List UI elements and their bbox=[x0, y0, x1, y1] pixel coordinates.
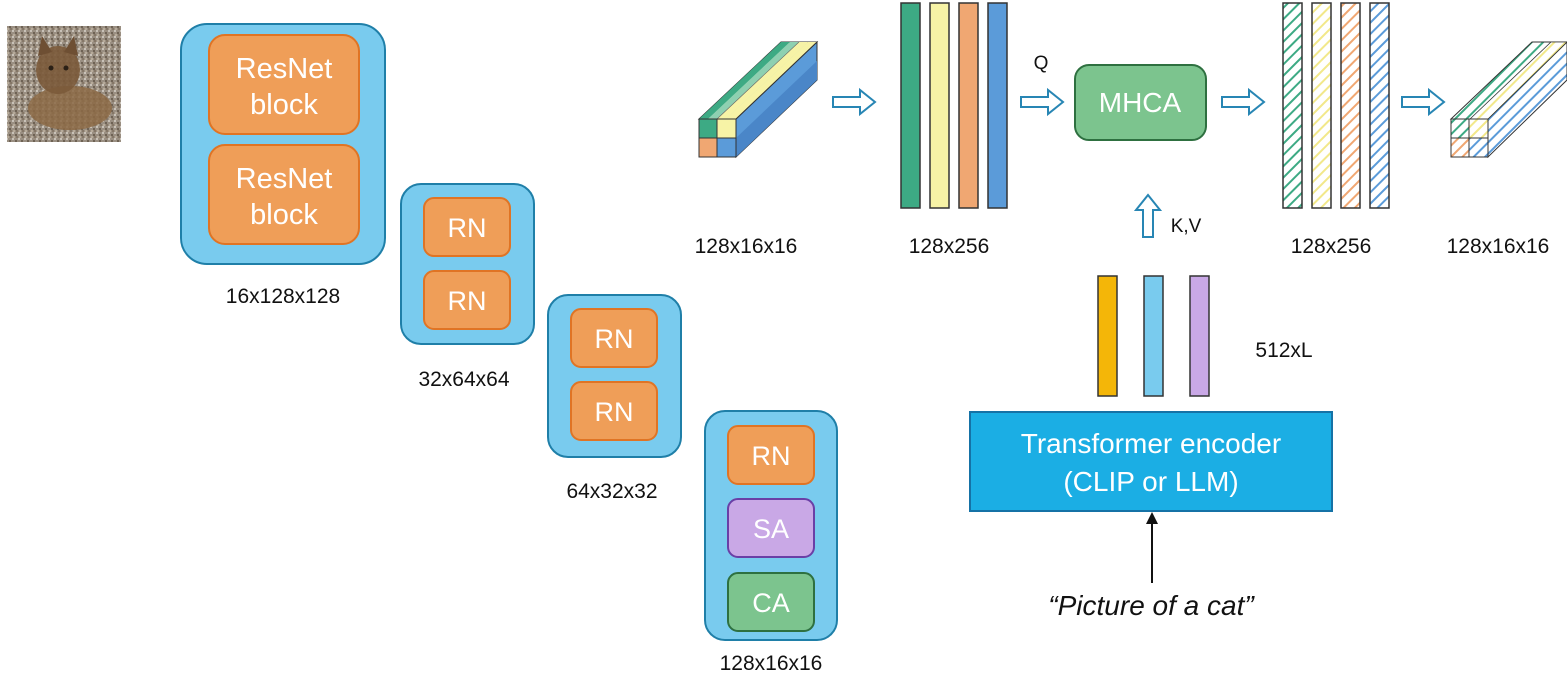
stage-2-shape: 32x64x64 bbox=[418, 368, 509, 391]
text-token-bar bbox=[1189, 275, 1210, 397]
mhca-label: MHCA bbox=[1099, 87, 1182, 118]
resnet-block bbox=[208, 34, 360, 135]
hollow-arrow-icon bbox=[1221, 87, 1266, 117]
hatched-token-bar bbox=[1282, 2, 1303, 209]
stage-1-shape: 16x128x128 bbox=[226, 285, 340, 308]
hollow-arrow-icon bbox=[1401, 87, 1446, 117]
rn-block bbox=[570, 308, 658, 368]
resnet-block bbox=[208, 144, 360, 245]
rn-block bbox=[423, 270, 511, 330]
rn-block-label: RN bbox=[595, 324, 634, 354]
encoder-label-line1: Transformer encoder bbox=[1021, 428, 1281, 459]
kv-label: K,V bbox=[1171, 216, 1202, 237]
output-token-sequence bbox=[1282, 2, 1390, 209]
encoder-stage-2: RN RN 32x64x64 bbox=[400, 183, 535, 391]
stage-4-shape: 128x16x16 bbox=[720, 652, 823, 674]
cat-photo-icon bbox=[7, 26, 121, 142]
rn-block bbox=[570, 381, 658, 441]
token-bar bbox=[900, 2, 921, 209]
sa-block bbox=[727, 498, 815, 558]
output-feature-map-shape: 128x16x16 bbox=[1447, 235, 1550, 258]
feature-map-shape: 128x16x16 bbox=[695, 235, 798, 258]
hatched-token-bar bbox=[1311, 2, 1332, 209]
encoder-stage-4: RN SA CA 128x16x16 bbox=[704, 410, 838, 674]
rn-block-label: RN bbox=[448, 213, 487, 243]
text-embedding-shape: 512xL bbox=[1255, 339, 1312, 362]
token-bar bbox=[929, 2, 950, 209]
token-sequence-shape: 128x256 bbox=[909, 235, 990, 258]
text-prompt: “Picture of a cat” bbox=[1048, 590, 1255, 621]
text-token-bar bbox=[1143, 275, 1164, 397]
rn-block-label: RN bbox=[595, 397, 634, 427]
text-embedding-tokens bbox=[1097, 275, 1210, 397]
hollow-arrow-icon bbox=[1020, 87, 1065, 117]
token-bar bbox=[958, 2, 979, 209]
output-token-shape: 128x256 bbox=[1291, 235, 1372, 258]
feature-map-cuboid bbox=[697, 40, 819, 159]
hatched-token-bar bbox=[1369, 2, 1390, 209]
rn-block bbox=[727, 425, 815, 485]
rn-block-label: RN bbox=[448, 286, 487, 316]
text-token-bar bbox=[1097, 275, 1118, 397]
query-label: Q bbox=[1034, 53, 1049, 74]
encoder-stage-3: RN RN 64x32x32 bbox=[547, 294, 682, 503]
hollow-arrow-icon bbox=[832, 87, 877, 117]
stage-3-shape: 64x32x32 bbox=[566, 480, 657, 503]
rn-block-label: RN bbox=[752, 441, 791, 471]
encoder-label-line2: (CLIP or LLM) bbox=[1063, 466, 1238, 497]
ca-block bbox=[727, 572, 815, 632]
transformer-encoder: Transformer encoder (CLIP or LLM) bbox=[969, 411, 1333, 512]
ca-block-label: CA bbox=[752, 588, 790, 618]
hollow-arrow-up-icon bbox=[1133, 193, 1163, 238]
arrow-up-icon bbox=[1146, 512, 1158, 583]
hatched-token-bar bbox=[1340, 2, 1361, 209]
token-sequence bbox=[900, 2, 1008, 209]
rn-block bbox=[423, 197, 511, 257]
output-feature-map-cuboid bbox=[1449, 41, 1567, 159]
mhca-block: MHCA bbox=[1074, 64, 1207, 141]
token-bar bbox=[987, 2, 1008, 209]
sa-block-label: SA bbox=[753, 514, 789, 544]
